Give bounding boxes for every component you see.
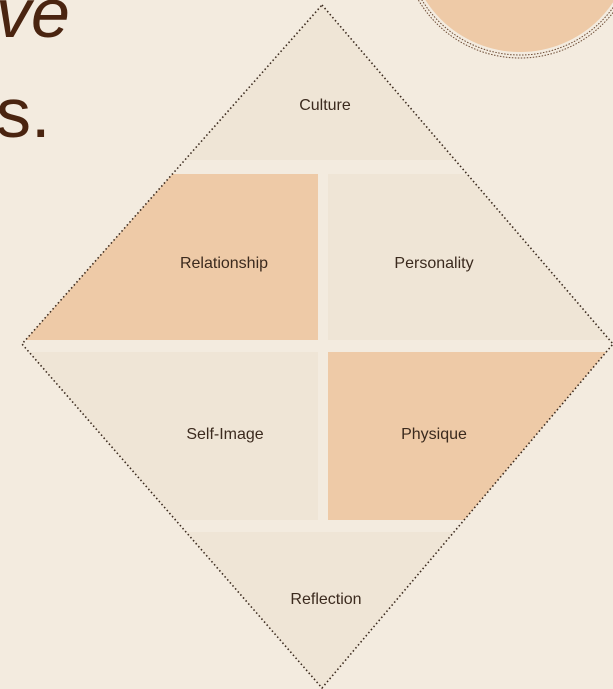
heading-line-top: ve [0,0,70,52]
label-personality: Personality [394,255,473,272]
label-relationship: Relationship [180,255,268,272]
label-reflection: Reflection [290,591,361,608]
segment-physique [328,352,613,520]
segment-self-image [22,352,318,520]
decorative-circle [417,0,613,59]
label-physique: Physique [401,426,467,443]
label-self-image: Self-Image [186,426,263,443]
diamond-outline [20,3,613,689]
label-culture: Culture [299,97,351,114]
heading-line-bottom: s. [0,74,51,152]
segment-reflection [22,532,613,688]
